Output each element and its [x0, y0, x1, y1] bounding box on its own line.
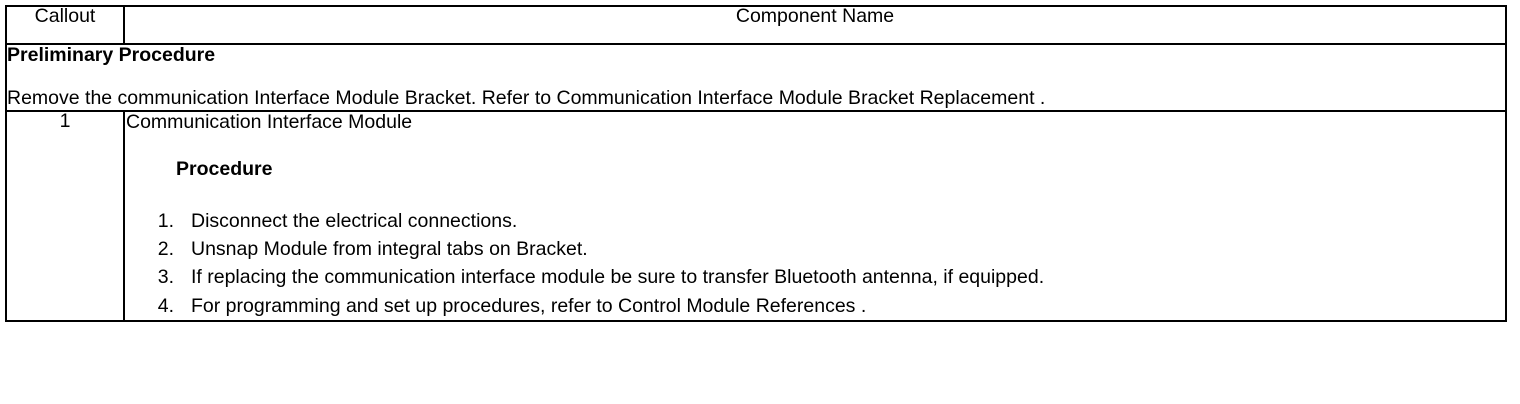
- spacer: [7, 67, 1505, 88]
- preliminary-procedure-text: Remove the communication Interface Modul…: [7, 86, 1046, 109]
- table-header-row: Callout Component Name: [5, 5, 1507, 45]
- table-body: Preliminary Procedure Remove the communi…: [5, 43, 1507, 322]
- table-row: 1 Communication Interface Module Procedu…: [5, 109, 1507, 322]
- preliminary-procedure-title: Preliminary Procedure: [7, 44, 216, 66]
- step-number: 1.: [157, 210, 174, 233]
- step-number: 2.: [157, 238, 174, 261]
- spacer: [125, 133, 1505, 159]
- step-text: Disconnect the electrical connections.: [191, 210, 518, 233]
- step-number: 3.: [157, 266, 174, 289]
- column-header-callout: Callout: [5, 5, 125, 45]
- step-text: Unsnap Module from integral tabs on Brac…: [191, 238, 588, 261]
- step-text: For programming and set up procedures, r…: [191, 294, 867, 317]
- column-header-component-name: Component Name: [123, 5, 1507, 45]
- list-item: 2. Unsnap Module from integral tabs on B…: [138, 235, 1505, 263]
- component-service-table: Callout Component Name Preliminary Proce…: [5, 5, 1507, 322]
- list-item: 1. Disconnect the electrical connections…: [138, 207, 1505, 235]
- step-text: If replacing the communication interface…: [191, 266, 1045, 289]
- component-detail-cell: Communication Interface Module Procedure…: [123, 109, 1507, 322]
- procedure-subheading: Procedure: [176, 158, 273, 181]
- list-item: 4. For programming and set up procedures…: [138, 292, 1505, 320]
- preliminary-procedure-row: Preliminary Procedure Remove the communi…: [5, 43, 1507, 112]
- procedure-step-list: 1. Disconnect the electrical connections…: [125, 207, 1505, 319]
- preliminary-procedure-cell: Preliminary Procedure Remove the communi…: [5, 43, 1507, 112]
- callout-number-cell: 1: [5, 109, 125, 322]
- spacer: [125, 181, 1505, 207]
- list-item: 3. If replacing the communication interf…: [138, 263, 1505, 291]
- table-header: Callout Component Name: [5, 5, 1507, 45]
- step-number: 4.: [157, 294, 174, 317]
- component-name-text: Communication Interface Module: [126, 110, 413, 133]
